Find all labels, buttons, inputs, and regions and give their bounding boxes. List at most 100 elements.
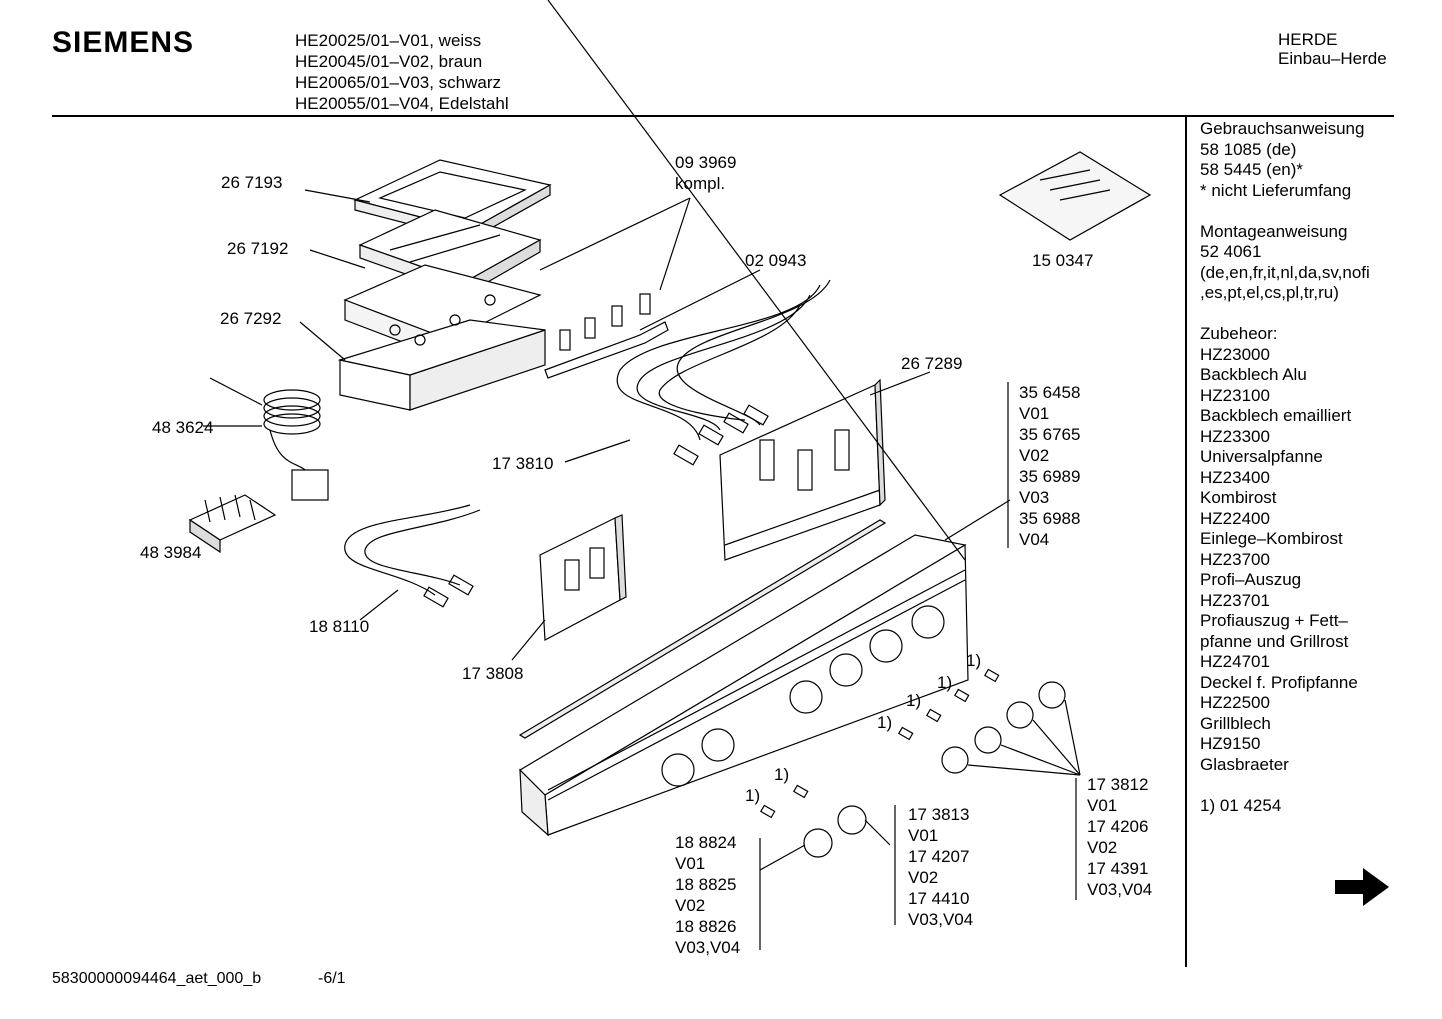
sidebar-line: Kombirost	[1200, 488, 1277, 507]
sidebar-line: 52 4061	[1200, 242, 1262, 261]
model-line: HE20055/01–V04, Edelstahl	[295, 94, 509, 113]
part-label: 26 7193	[221, 173, 283, 192]
circuit-board-part	[719, 378, 886, 561]
part-label: 26 7289	[901, 354, 963, 373]
sidebar-line: (de,en,fr,it,nl,da,sv,nofi	[1200, 262, 1370, 282]
part-group-line: 17 4410	[908, 889, 970, 908]
sidebar-line: pfanne und Grillrost	[1200, 631, 1349, 651]
brand-logo: SIEMENS	[52, 26, 195, 59]
sidebar-line: HZ22500	[1200, 693, 1270, 712]
part-group-line: V03	[1019, 488, 1050, 507]
category: HERDE	[1278, 30, 1338, 49]
model-list: HE20025/01–V01, weiss HE20045/01–V02, br…	[295, 30, 509, 114]
sidebar-line: Profiauszug + Fett–	[1200, 611, 1348, 630]
part-group-line: V04	[1019, 530, 1050, 549]
part-label: 17 3808	[462, 664, 524, 683]
sidebar-line: HZ23701	[1200, 590, 1270, 610]
part-label: kompl.	[675, 174, 726, 193]
screw-bag-part	[998, 151, 1152, 241]
part-group-173813: 17 3813 V01 17 4207 V02 17 4410 V03,V04	[908, 804, 973, 930]
part-group-line: V03,V04	[1087, 880, 1153, 899]
part-group-line: V01	[908, 826, 939, 845]
part-group-line: 35 6765	[1019, 425, 1081, 444]
control-panel-part	[519, 0, 969, 837]
part-group-line: V01	[1019, 404, 1050, 423]
sidebar-line: 58 5445 (en)*	[1200, 160, 1304, 179]
cable-pair-part	[344, 504, 481, 608]
sidebar-gap	[1200, 775, 1400, 796]
knob-group-right	[941, 681, 1081, 776]
part-label: 18 8110	[309, 617, 370, 636]
part-group-173812: 17 3812 V01 17 4206 V02 17 4391 V03,V04	[1087, 774, 1152, 900]
small-board-part	[539, 514, 627, 641]
part-group-line: 35 6458	[1019, 383, 1081, 402]
footnote-marker: 1)	[877, 713, 893, 732]
sidebar-line: Einlege–Kombirost	[1200, 529, 1343, 548]
part-group-line: 35 6989	[1019, 467, 1081, 486]
sidebar-line: HZ23700	[1200, 549, 1270, 569]
knob-group-lower	[803, 805, 867, 858]
part-group-line: V02	[675, 896, 706, 915]
part-label: 02 0943	[745, 251, 807, 270]
document-code: 58300000094464_aet_000_b	[52, 970, 262, 987]
part-group-line: V01	[1087, 796, 1118, 815]
base-housing-part	[337, 264, 546, 411]
exploded-view-drawing	[188, 0, 1152, 950]
part-group-356: 35 6458 V01 35 6765 V02 35 6989 V03 35 6…	[1019, 382, 1080, 550]
part-label: 15 0347	[1032, 251, 1094, 270]
part-label: 09 3969	[675, 153, 737, 172]
sidebar-line: HZ24701	[1200, 652, 1270, 671]
sidebar-line: HZ9150	[1200, 734, 1261, 753]
part-group-line: V03,V04	[675, 938, 741, 957]
part-label: 26 7292	[220, 309, 282, 328]
sidebar-gap	[1200, 201, 1400, 222]
sidebar-divider	[1185, 117, 1187, 967]
part-group-line: 35 6988	[1019, 509, 1081, 528]
part-label: 17 3810	[492, 454, 554, 473]
model-line: HE20065/01–V03, schwarz	[295, 73, 502, 92]
part-group-line: V02	[908, 868, 939, 887]
sidebar-gap	[1200, 304, 1400, 325]
footnote-marker: 1)	[937, 673, 953, 692]
part-label: 48 3984	[140, 543, 202, 562]
switch-strip-part	[544, 293, 669, 379]
part-group-line: V02	[1019, 446, 1050, 465]
part-label: 48 3624	[152, 418, 214, 437]
sidebar-line: HZ22400	[1200, 508, 1270, 528]
sidebar-line: Backblech emailliert	[1200, 406, 1352, 425]
sidebar-line: Deckel f. Profipfanne	[1200, 672, 1358, 692]
part-group-188824: 18 8824 V01 18 8825 V02 18 8826 V03,V04	[675, 832, 740, 958]
sidebar-line: ,es,pt,el,cs,pl,tr,ru)	[1200, 283, 1339, 302]
part-group-line: 17 3812	[1087, 775, 1149, 794]
part-label: 26 7192	[227, 239, 289, 258]
sidebar-line: 1) 01 4254	[1200, 795, 1282, 815]
footnote-marker: 1)	[774, 765, 790, 784]
sidebar-line: * nicht Lieferumfang	[1200, 180, 1352, 200]
sidebar-line: Gebrauchsanweisung	[1200, 119, 1365, 138]
header-divider	[52, 115, 1394, 117]
footnote-marker: 1)	[906, 691, 922, 710]
model-line: HE20025/01–V01, weiss	[295, 31, 482, 50]
footnote-marker: 1)	[966, 651, 982, 670]
sidebar-line: 58 1085 (de)	[1200, 139, 1297, 159]
part-group-line: V02	[1087, 838, 1118, 857]
sidebar-line: HZ23100	[1200, 385, 1270, 405]
part-group-line: 17 4206	[1087, 817, 1149, 836]
page-number: -6/1	[318, 970, 346, 987]
right-arrow-icon[interactable]	[1333, 866, 1391, 913]
sidebar-line: HZ23300	[1200, 426, 1270, 446]
sidebar-line: Universalpfanne	[1200, 447, 1323, 466]
part-group-line: 17 3813	[908, 805, 970, 824]
sidebar-line: Profi–Auszug	[1200, 570, 1302, 589]
thermostat-part	[209, 377, 329, 501]
subcategory: Einbau–Herde	[1278, 49, 1387, 68]
part-group-line: V01	[675, 854, 706, 873]
part-group-line: 18 8824	[675, 833, 737, 852]
terminal-block-part	[188, 494, 277, 554]
sidebar-line: Zubeheor:	[1200, 324, 1278, 343]
category-block: HERDE Einbau–Herde	[1278, 30, 1387, 68]
sidebar-line: Glasbraeter	[1200, 754, 1289, 774]
part-group-line: V03,V04	[908, 910, 974, 929]
part-group-line: 18 8825	[675, 875, 737, 894]
part-group-line: 17 4207	[908, 847, 970, 866]
